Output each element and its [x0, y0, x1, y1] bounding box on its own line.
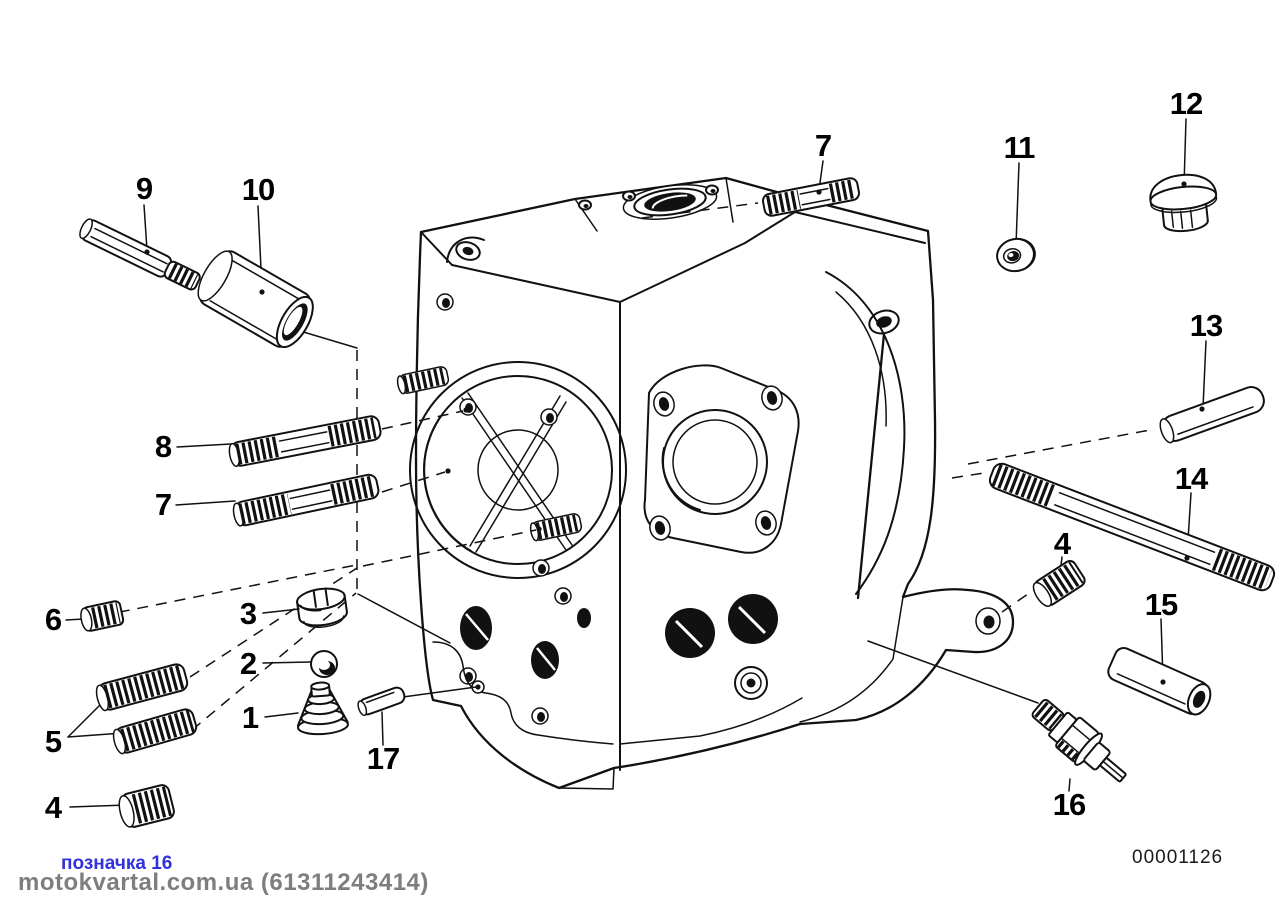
callout-7-top: 7 — [814, 128, 832, 163]
oil-passage-hole — [868, 309, 900, 335]
cylinder-bore-opening — [622, 184, 718, 220]
callout-2: 2 — [239, 646, 257, 681]
callout-4-right: 4 — [1053, 526, 1071, 561]
callout-10: 10 — [241, 172, 275, 207]
callout-5: 5 — [44, 724, 62, 759]
callout-4-left: 4 — [44, 790, 62, 825]
watermark-site-text: motokvartal.com.ua (61311243414) — [18, 869, 429, 896]
part-10-bushing — [197, 250, 314, 349]
part-15-sleeve — [1107, 647, 1212, 716]
part-1-cone — [296, 681, 349, 736]
leader-dots — [144, 181, 1205, 690]
part-16-oil-pressure-switch — [1031, 698, 1127, 783]
callout-1: 1 — [241, 700, 259, 735]
timing-cover-opening — [409, 361, 627, 579]
document-number: 00001126 — [1132, 847, 1224, 868]
part-4-plug-left — [118, 784, 175, 828]
part-9-pin — [79, 218, 201, 291]
callout-15: 15 — [1144, 587, 1178, 622]
installed-stud-b — [529, 513, 583, 542]
front-face-openings — [460, 606, 591, 679]
part-14-long-stud — [988, 462, 1276, 592]
rear-flange — [643, 364, 800, 554]
part-5-stud-a — [95, 663, 189, 712]
part-3-slotted-plug — [296, 587, 348, 629]
callout-9: 9 — [135, 171, 153, 206]
part-8-stud — [228, 415, 382, 468]
callout-3: 3 — [239, 596, 257, 631]
callout-17: 17 — [366, 741, 400, 776]
right-face-openings — [665, 594, 778, 700]
deck-bolt-holes — [578, 184, 719, 211]
part-6-plug — [80, 600, 125, 632]
bottom-gasket-curve — [432, 641, 614, 745]
part-13-dowel — [1159, 386, 1265, 444]
callout-12: 12 — [1169, 86, 1203, 121]
part-7-stud-left — [232, 473, 380, 527]
callout-14: 14 — [1174, 461, 1208, 496]
callout-8: 8 — [154, 429, 172, 464]
part-4-plug-right — [1032, 560, 1086, 607]
part-2-ball — [310, 650, 338, 678]
crankcase-drawing — [396, 176, 1015, 790]
callout-6: 6 — [44, 602, 62, 637]
watermark-mark-text: позначка 16 — [61, 853, 173, 874]
part-11-nut — [996, 237, 1036, 273]
mount-lug-hole — [975, 607, 1001, 635]
callout-11: 11 — [1003, 130, 1036, 165]
front-top-boss — [446, 236, 485, 263]
installed-stud-a — [396, 366, 450, 395]
callout-13: 13 — [1189, 308, 1223, 343]
callout-16: 16 — [1052, 787, 1086, 822]
part-17-roll-pin — [357, 686, 406, 717]
part-12-cap — [1149, 173, 1218, 233]
construction-lines — [99, 202, 1151, 731]
callout-7-left: 7 — [154, 487, 172, 522]
part-7-stud-top — [761, 177, 861, 217]
case-rib — [825, 271, 906, 595]
crankcase-silhouette — [414, 176, 1015, 790]
part-5-stud-b — [112, 708, 198, 755]
